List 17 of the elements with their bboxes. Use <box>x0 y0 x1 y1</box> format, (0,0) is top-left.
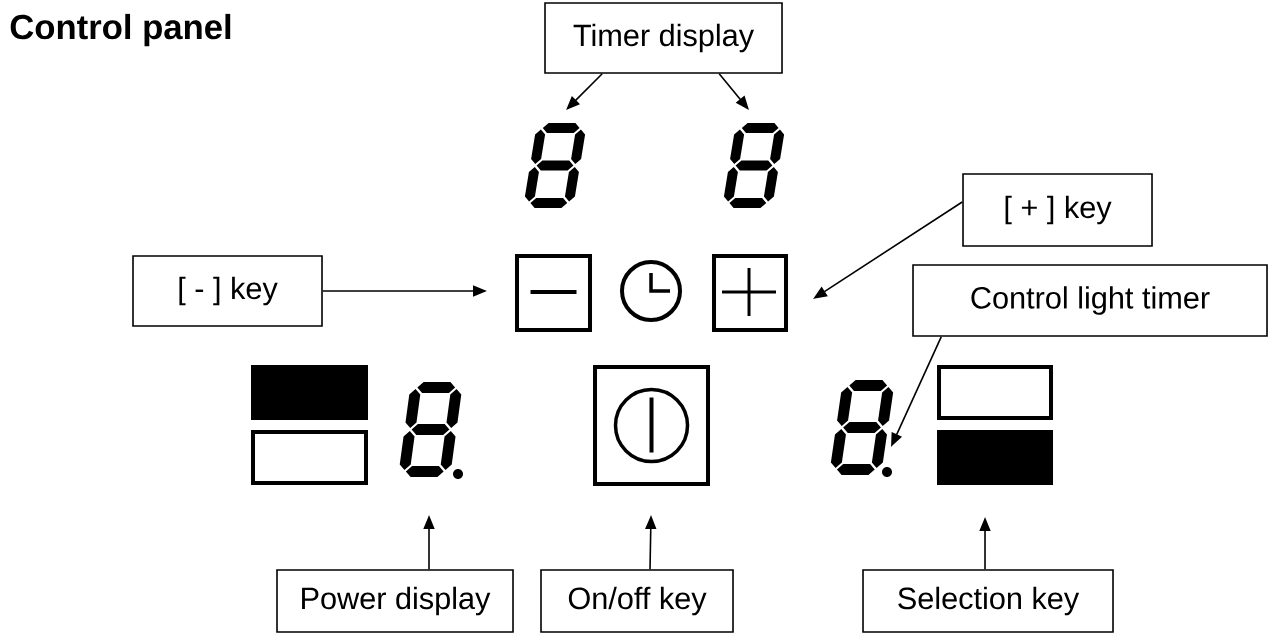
label-box: [ - ] key <box>132 255 323 327</box>
label-box: Control light timer <box>912 264 1268 337</box>
arrow <box>718 73 749 110</box>
seven-segment-digit <box>524 123 586 208</box>
label-box: Timer display <box>544 2 783 74</box>
label-box: [ + ] key <box>962 173 1153 247</box>
stacked-bars <box>937 365 1053 485</box>
arrow <box>566 73 603 110</box>
label-box: Selection key <box>862 569 1114 633</box>
label-box: Power display <box>276 569 514 633</box>
label-box: On/off key <box>540 569 734 633</box>
title: Control panel <box>10 13 231 47</box>
power-key <box>593 365 710 486</box>
seven-segment-digit <box>723 123 785 208</box>
seven-segment-digit <box>399 382 463 479</box>
plus-key <box>712 254 788 332</box>
minus-key <box>515 254 592 332</box>
